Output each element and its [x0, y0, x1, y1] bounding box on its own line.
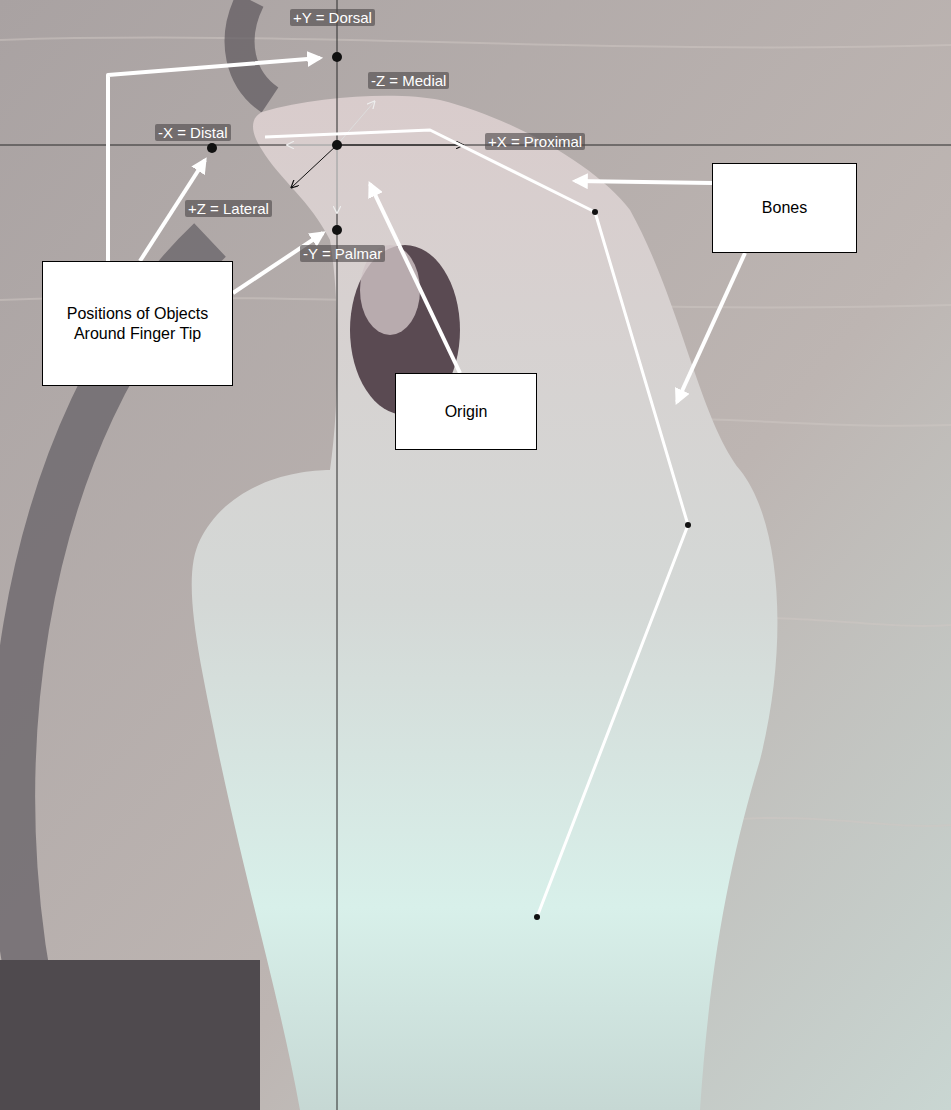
grain-line: [720, 818, 951, 826]
joint-dot: [685, 522, 691, 528]
joint-dot: [592, 209, 598, 215]
origin-dot: [332, 140, 342, 150]
hand-silhouette: [192, 96, 778, 1110]
callout-text: Positions of Objects Around Finger Tip: [53, 304, 222, 342]
axis-label: -Z = Medial: [368, 72, 449, 89]
leader-line: [370, 184, 460, 373]
axis-label: +Y = Dorsal: [290, 9, 375, 26]
axis-label: +Z = Lateral: [185, 200, 272, 217]
dark-corner: [0, 960, 260, 1110]
leader-line: [108, 58, 320, 261]
callout-box: Origin: [395, 373, 537, 450]
grain-line: [0, 38, 951, 48]
finger-shadow: [240, 0, 270, 100]
object-dot: [332, 52, 342, 62]
minus-y-arrow: [337, 145, 338, 212]
axis-label: -X = Distal: [155, 124, 231, 141]
leader-line: [575, 181, 712, 183]
callout-box: Positions of Objects Around Finger Tip: [42, 261, 233, 386]
plus-x-arrow: [337, 145, 462, 146]
bone-line: [265, 130, 688, 917]
minus-x-arrow: [288, 145, 337, 146]
joint-dot: [534, 914, 540, 920]
axis-label: -Y = Palmar: [300, 245, 385, 262]
x-axis-line: [0, 145, 951, 146]
callout-box: Bones: [712, 163, 857, 253]
leader-line: [233, 233, 323, 293]
callout-text: Origin: [445, 402, 488, 421]
callout-text: Bones: [762, 198, 807, 217]
axis-label: +X = Proximal: [485, 133, 585, 150]
plus-z-arrow: [292, 145, 337, 187]
object-dot: [207, 143, 217, 153]
y-axis-line: [337, 0, 338, 1110]
leader-line: [677, 253, 745, 402]
minus-z-arrow: [337, 102, 374, 145]
object-dot: [332, 225, 342, 235]
